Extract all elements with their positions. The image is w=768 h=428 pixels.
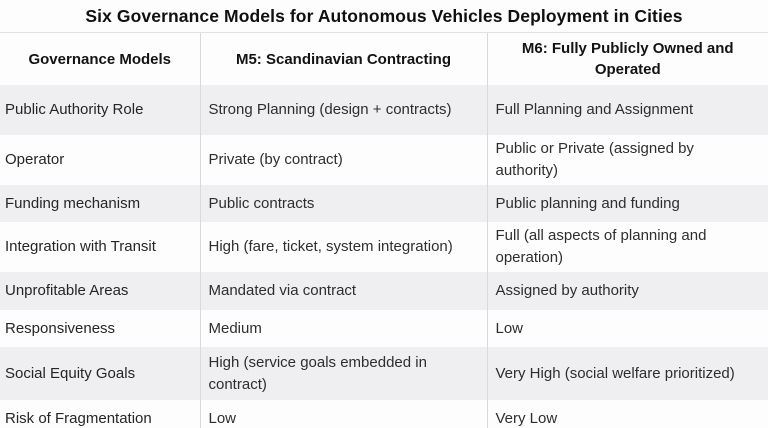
- row-label-cell: Social Equity Goals: [5, 364, 136, 382]
- table-row-operator: Operator Private (by contract) Public or…: [0, 135, 768, 185]
- row-label-cell: Risk of Fragmentation: [5, 410, 152, 427]
- table-row-integration-with-transit: Integration with Transit High (fare, tic…: [0, 222, 768, 272]
- row-label-cell: Integration with Transit: [5, 238, 156, 255]
- table-row-responsiveness: Responsiveness Medium Low: [0, 310, 768, 347]
- m6-cell: Very High (social welfare prioritized): [486, 347, 768, 400]
- row-label-cell: Unprofitable Areas: [5, 282, 129, 299]
- m6-cell: Assigned by authority: [486, 272, 768, 310]
- col-header-m5-scandinavian-contracting: M5: Scandinavian Contracting: [199, 33, 487, 85]
- m6-cell: Very Low: [486, 400, 768, 428]
- m5-cell: High (fare, ticket, system integration): [199, 222, 487, 272]
- col-header-m6-fully-publicly-owned: M6: Fully Publicly Owned and Operated: [486, 33, 768, 85]
- m5-cell: Private (by contract): [199, 135, 487, 185]
- row-label-cell: Responsiveness: [5, 319, 116, 337]
- m6-cell: Full (all aspects of planning and operat…: [486, 222, 768, 272]
- table-row-social-equity-goals: Social Equity Goals High (service goals …: [0, 347, 768, 400]
- m5-cell: Low: [199, 400, 487, 428]
- m5-cell: Mandated via contract: [199, 272, 487, 310]
- m5-cell: Medium: [199, 310, 487, 347]
- col-header-governance-models: Governance Models: [0, 33, 200, 85]
- page-title: Six Governance Models for Autonomous Veh…: [0, 0, 768, 33]
- header-row: Governance Models M5: Scandinavian Contr…: [0, 33, 768, 85]
- m6-cell: Public or Private (assigned by authority…: [486, 135, 768, 185]
- row-label-cell: Public Authority Role: [5, 101, 144, 118]
- table-row-unprofitable-areas: Unprofitable Areas Mandated via contract…: [0, 272, 768, 310]
- row-label-cell: Funding mechanism: [5, 194, 141, 212]
- table-row-public-authority-role: Public Authority Role Strong Planning (d…: [0, 85, 768, 135]
- m6-cell: Full Planning and Assignment: [486, 85, 768, 135]
- m5-cell: Strong Planning (design + contracts): [199, 85, 487, 135]
- m5-cell: Public contracts: [199, 185, 487, 222]
- row-label-cell: Operator: [5, 151, 65, 168]
- governance-table: Governance Models M5: Scandinavian Contr…: [0, 33, 768, 428]
- m6-cell: Low: [486, 310, 768, 347]
- m6-cell: Public planning and funding: [486, 185, 768, 222]
- table-row-funding-mechanism: Funding mechanism Public contracts Publi…: [0, 185, 768, 222]
- table-row-risk-of-fragmentation: Risk of Fragmentation Low Very Low: [0, 400, 768, 428]
- m5-cell: High (service goals embedded in contract…: [199, 347, 487, 400]
